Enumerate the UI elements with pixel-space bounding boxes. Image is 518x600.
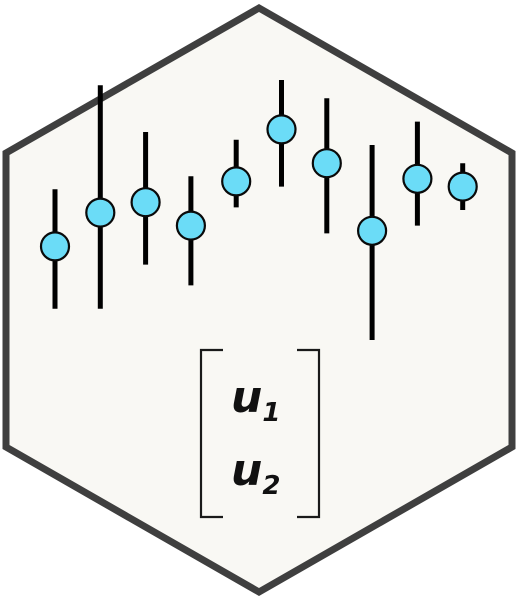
matrix-row-2-subscript: 2 (262, 471, 280, 501)
left-bracket (199, 348, 223, 519)
point-3 (130, 187, 161, 218)
point-10 (447, 171, 478, 202)
right-bracket (297, 348, 321, 519)
hexagon-background (2, 3, 516, 597)
point-6 (266, 114, 297, 145)
point-5 (221, 166, 252, 197)
point-9 (402, 163, 433, 194)
vector-matrix: u1 u2 (199, 348, 321, 519)
matrix-row-1: u1 (231, 372, 280, 428)
point-2 (85, 197, 116, 228)
matrix-row-2-symbol: u (231, 445, 262, 496)
point-7 (311, 148, 342, 179)
matrix-row-1-subscript: 1 (262, 398, 280, 428)
matrix-row-2: u2 (231, 445, 280, 501)
point-range-chart (39, 80, 478, 340)
matrix-row-1-symbol: u (231, 372, 262, 423)
point-4 (175, 210, 206, 241)
point-1 (39, 231, 71, 262)
point-8 (357, 215, 388, 246)
